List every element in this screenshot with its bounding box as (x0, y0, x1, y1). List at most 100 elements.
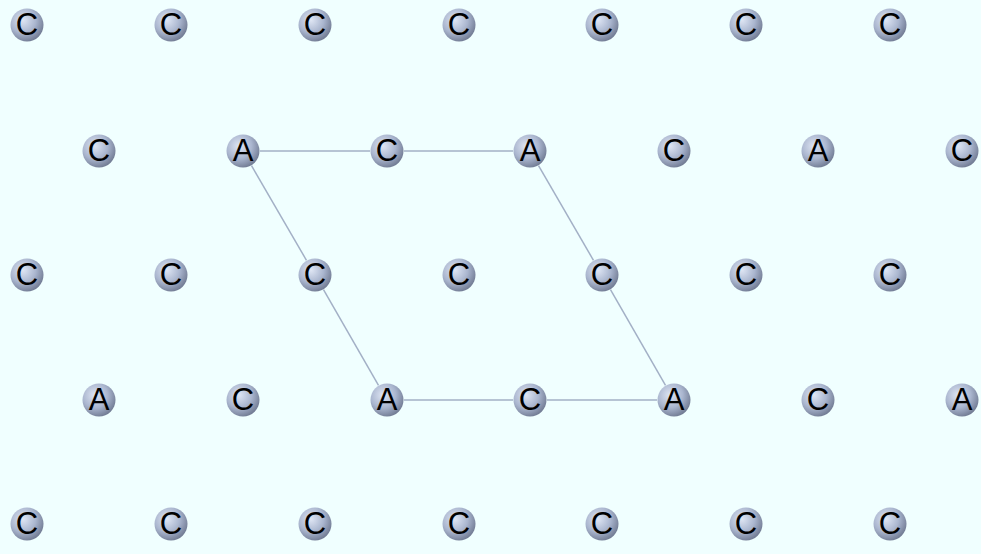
atom-symbol: C (585, 507, 619, 541)
atom-symbol: C (801, 383, 835, 417)
atom-sphere: C (370, 134, 404, 168)
unit-cell-edge (404, 150, 513, 152)
atom-sphere: C (442, 8, 476, 42)
atom-ball (155, 259, 188, 292)
atom-sphere: C (10, 507, 44, 541)
atom-ball (443, 9, 476, 42)
atom-symbol: A (945, 383, 979, 417)
atom-ball (155, 508, 188, 541)
atom-sphere: A (657, 383, 691, 417)
atom-symbol: C (298, 258, 332, 292)
atom-ball (586, 259, 619, 292)
atom-sphere: C (729, 8, 763, 42)
atom-symbol: C (298, 507, 332, 541)
atom-sphere: C (154, 8, 188, 42)
unit-cell-edge (539, 166, 594, 261)
atom-symbol: C (154, 8, 188, 42)
atom-ball (658, 384, 691, 417)
atom-symbol: C (729, 258, 763, 292)
atom-symbol: C (585, 258, 619, 292)
atom-symbol: C (226, 383, 260, 417)
atom-sphere: C (298, 258, 332, 292)
atom-symbol: C (154, 507, 188, 541)
atom-symbol: A (801, 134, 835, 168)
unit-cell-edge (610, 290, 665, 386)
atom-ball (730, 259, 763, 292)
atom-symbol: C (442, 8, 476, 42)
atom-sphere: C (298, 8, 332, 42)
atom-sphere: C (298, 507, 332, 541)
atom-symbol: A (370, 383, 404, 417)
atom-symbol: C (442, 507, 476, 541)
atom-sphere: C (657, 134, 691, 168)
atom-symbol: C (154, 258, 188, 292)
atom-symbol: A (657, 383, 691, 417)
atom-symbol: C (370, 134, 404, 168)
atom-sphere: A (226, 134, 260, 168)
atom-ball (658, 135, 691, 168)
unit-cell-edge (323, 290, 378, 386)
atom-ball (443, 259, 476, 292)
atom-ball (443, 508, 476, 541)
atom-sphere: C (10, 258, 44, 292)
atom-symbol: A (513, 134, 547, 168)
atom-symbol: C (82, 134, 116, 168)
atom-ball (802, 135, 835, 168)
atom-symbol: C (10, 507, 44, 541)
atom-sphere: C (10, 8, 44, 42)
atom-ball (946, 135, 979, 168)
atom-ball (802, 384, 835, 417)
atom-sphere: C (729, 258, 763, 292)
atom-symbol: A (82, 383, 116, 417)
atom-symbol: A (226, 134, 260, 168)
atom-sphere: A (82, 383, 116, 417)
atom-sphere: A (801, 134, 835, 168)
unit-cell-edge (404, 399, 513, 401)
atom-ball (874, 259, 907, 292)
atom-symbol: C (729, 507, 763, 541)
atom-ball (371, 135, 404, 168)
atom-ball (83, 135, 116, 168)
atom-ball (586, 508, 619, 541)
unit-cell-edge (252, 166, 307, 261)
atom-symbol: C (729, 8, 763, 42)
atom-ball (874, 9, 907, 42)
atom-symbol: C (945, 134, 979, 168)
atom-symbol: C (657, 134, 691, 168)
atom-sphere: A (370, 383, 404, 417)
atom-sphere: A (513, 134, 547, 168)
atom-ball (946, 384, 979, 417)
atom-sphere: C (585, 507, 619, 541)
atom-sphere: A (945, 383, 979, 417)
atom-sphere: C (585, 8, 619, 42)
atom-ball (227, 384, 260, 417)
atom-symbol: C (873, 507, 907, 541)
atom-ball (371, 384, 404, 417)
atom-ball (586, 9, 619, 42)
atom-sphere: C (801, 383, 835, 417)
atom-sphere: C (729, 507, 763, 541)
atom-symbol: C (442, 258, 476, 292)
atom-ball (730, 9, 763, 42)
atom-ball (730, 508, 763, 541)
atom-symbol: C (873, 8, 907, 42)
atom-sphere: C (82, 134, 116, 168)
atom-symbol: C (10, 258, 44, 292)
atom-symbol: C (10, 8, 44, 42)
atom-sphere: C (873, 507, 907, 541)
atom-sphere: C (442, 258, 476, 292)
atom-ball (227, 135, 260, 168)
atom-ball (299, 9, 332, 42)
atom-sphere: C (154, 258, 188, 292)
atom-sphere: C (585, 258, 619, 292)
unit-cell-edge (260, 150, 370, 152)
atom-sphere: C (513, 383, 547, 417)
atom-ball (514, 384, 547, 417)
atom-ball (299, 259, 332, 292)
atom-ball (11, 9, 44, 42)
atom-symbol: C (585, 8, 619, 42)
atom-sphere: C (873, 8, 907, 42)
atom-sphere: C (442, 507, 476, 541)
atom-symbol: C (873, 258, 907, 292)
